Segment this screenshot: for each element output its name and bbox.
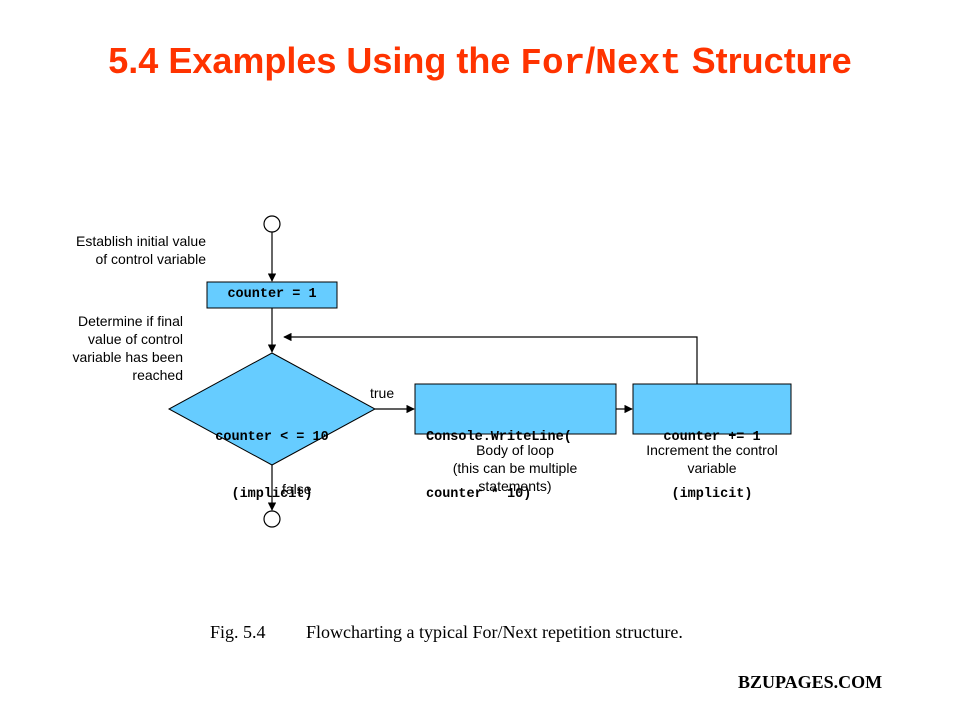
note-final-line4: reached (132, 367, 183, 383)
note-body-line3: statements) (478, 478, 552, 494)
figure-caption-text: Flowcharting a typical For/Next repetiti… (306, 622, 683, 642)
slide-title: 5.4 Examples Using the For/Next Structur… (0, 40, 960, 84)
increment-box-label-line2: (implicit) (671, 487, 753, 502)
note-increment-line1: Increment the control (646, 442, 778, 458)
true-edge-label: true (370, 385, 395, 401)
decision-label-line2: (implicit) (231, 487, 313, 502)
body-box-label-line1: Console.WriteLine( (426, 430, 572, 445)
increment-process-box (632, 383, 792, 435)
decision-label-line1: counter < = 10 (215, 430, 329, 445)
init-process-box (206, 281, 338, 309)
start-terminal-circle (263, 215, 281, 233)
end-terminal-circle (263, 510, 281, 528)
body-box-label: Console.WriteLine( counter * 10) (426, 390, 612, 542)
decision-label: counter < = 10 (implicit) (169, 390, 375, 542)
title-prefix: 5.4 Examples Using the (108, 40, 521, 81)
false-edge-label: false (282, 481, 312, 497)
note-initial-value: Establish initial value of control varia… (20, 232, 206, 268)
edge-loop-back (283, 332, 698, 384)
note-final-line2: value of control (88, 331, 183, 347)
title-code-next: Next (595, 43, 682, 84)
body-box-label-line2: counter * 10) (426, 487, 532, 502)
increment-box-label-line1: counter += 1 (663, 430, 761, 445)
note-initial-line1: Establish initial value (76, 233, 206, 249)
watermark: BZUPAGES.COM (738, 672, 883, 692)
title-suffix: Structure (681, 40, 852, 81)
note-final-line1: Determine if final (77, 313, 183, 329)
note-body-line1: Body of loop (476, 442, 554, 458)
note-body-of-loop: Body of loop (this can be multiple state… (420, 441, 610, 495)
note-increment: Increment the control variable (622, 441, 802, 477)
increment-box-label: counter += 1 (implicit) (633, 390, 791, 542)
note-initial-line2: of control variable (95, 251, 206, 267)
note-final-line3: variable has been (72, 349, 183, 365)
title-code-for: For (520, 43, 586, 84)
figure-number: Fig. 5.4 (210, 622, 266, 642)
title-slash: / (585, 40, 596, 81)
init-box-label: counter = 1 (227, 287, 317, 302)
note-final-value: Determine if final value of control vari… (20, 312, 183, 384)
note-body-line2: (this can be multiple (452, 460, 578, 476)
note-increment-line2: variable (687, 460, 737, 476)
figure-caption: Fig. 5.4 Flowcharting a typical For/Next … (210, 622, 683, 643)
